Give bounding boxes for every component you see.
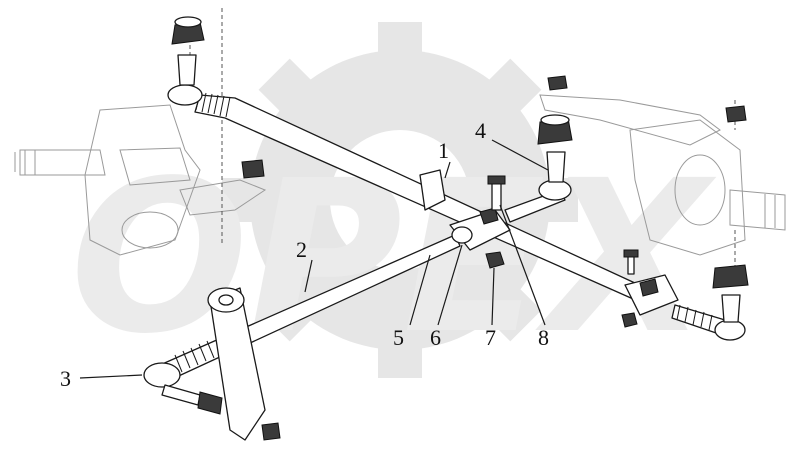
callout-2: 2 — [296, 237, 307, 262]
nut-lower-left — [261, 422, 281, 441]
pitman-arm — [207, 287, 266, 441]
ball-joint-lower-right — [671, 264, 749, 341]
leader-5 — [409, 254, 431, 326]
ball-joint-lower-right-thread — [676, 304, 713, 331]
clamp-right — [624, 274, 679, 316]
callout-1: 1 — [438, 138, 449, 163]
bolt-center — [487, 175, 506, 211]
nut-center — [485, 251, 505, 269]
callout-labels: 1 2 3 4 5 6 7 8 — [60, 118, 549, 391]
leader-2 — [304, 259, 313, 293]
nut-upper-right-b — [725, 105, 747, 123]
callout-5: 5 — [393, 325, 404, 350]
callout-4: 4 — [475, 118, 486, 143]
ball-joint-upper-left — [167, 16, 205, 106]
left-knuckle-assembly — [14, 104, 267, 256]
nut-upper-left — [241, 159, 265, 179]
tie-rod-2-thread — [174, 340, 215, 373]
nut-right — [621, 312, 638, 328]
callout-3: 3 — [60, 366, 71, 391]
right-knuckle-assembly — [539, 94, 786, 256]
leader-lines — [79, 139, 549, 379]
leader-8 — [499, 204, 546, 326]
leader-4 — [491, 139, 549, 171]
ball-joint-lower-left — [143, 362, 223, 415]
ball-joint-upper-right — [504, 114, 573, 223]
callout-6: 6 — [430, 325, 441, 350]
callout-8: 8 — [538, 325, 549, 350]
clamp-center — [449, 207, 511, 251]
callout-7: 7 — [485, 325, 496, 350]
leader-1 — [444, 161, 451, 179]
leader-6 — [437, 244, 463, 326]
bolt-right — [623, 249, 639, 275]
leader-3 — [79, 374, 143, 379]
nut-upper-right-a — [547, 75, 568, 91]
leader-7 — [491, 267, 495, 326]
